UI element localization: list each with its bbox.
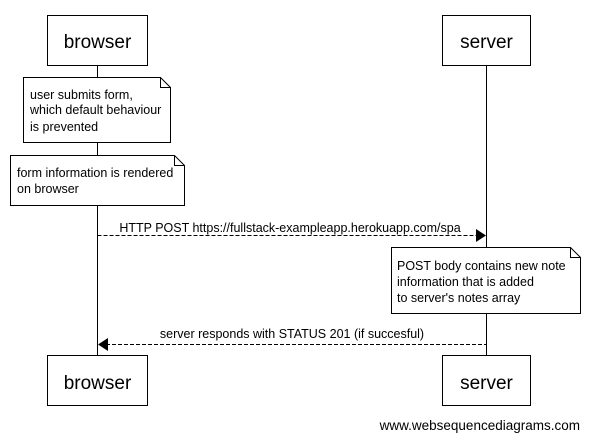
browser-actor-bottom: browser (47, 355, 148, 406)
message-http-post: HTTP POST https://fullstack-exampleapp.h… (97, 221, 486, 242)
footer: www.websequencediagrams.com (379, 418, 580, 433)
note-form-submit: user submits form, which default behavio… (23, 77, 171, 143)
note-post-body: POST body contains new note information … (391, 247, 581, 314)
note-3-line-1: POST body contains new note (397, 259, 566, 273)
note-1-line-2: which default behaviour (29, 103, 161, 117)
note-2-line-2: on browser (17, 182, 79, 196)
note-1-line-1: user submits form, (30, 88, 133, 102)
message-1-label: HTTP POST https://fullstack-exampleapp.h… (119, 221, 460, 235)
message-1-arrowhead (476, 229, 486, 242)
message-server-response: server responds with STATUS 201 (if succ… (98, 327, 487, 351)
note-form-render: form information is rendered on browser (10, 155, 185, 206)
server-actor-label: server (460, 32, 513, 53)
note-2-line-1: form information is rendered (17, 166, 173, 180)
browser-actor-bottom-label: browser (64, 373, 132, 394)
server-actor-bottom-label: server (460, 373, 513, 394)
server-actor-bottom: server (442, 355, 531, 406)
message-2-arrowhead (98, 338, 108, 351)
note-3-line-2: information that is added (397, 275, 534, 289)
message-2-label: server responds with STATUS 201 (if succ… (160, 327, 424, 341)
note-3-line-3: to server's notes array (397, 291, 521, 305)
browser-actor-top: browser (47, 15, 148, 66)
footer-watermark: www.websequencediagrams.com (379, 418, 580, 433)
server-actor-top: server (442, 15, 531, 66)
browser-actor-label: browser (64, 32, 132, 53)
note-1-line-3: is prevented (30, 120, 98, 134)
